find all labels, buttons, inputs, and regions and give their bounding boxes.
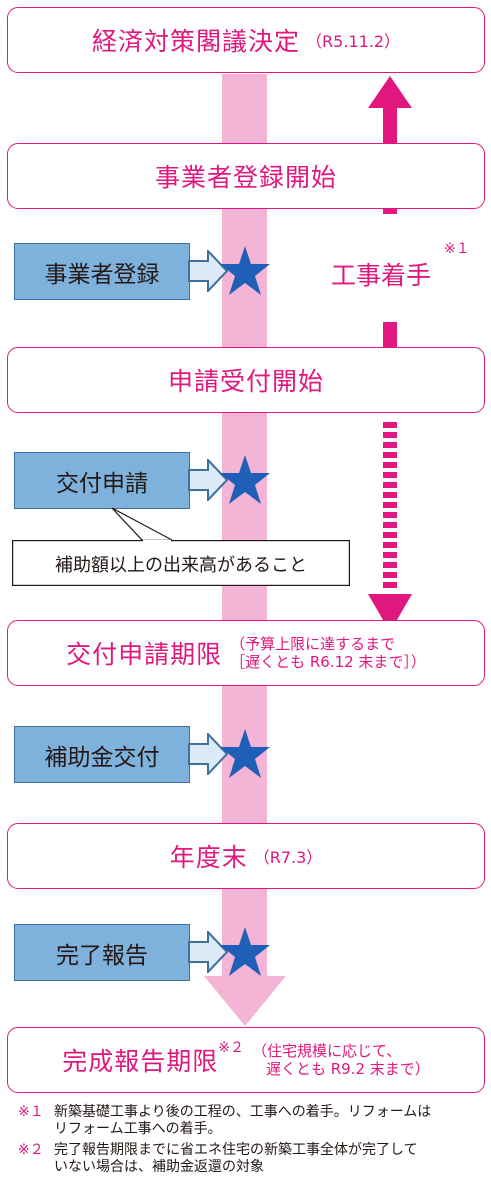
- chevron-arrow-icon: [188, 931, 228, 973]
- star-icon: [220, 729, 270, 778]
- stage-deadline-note: （予算上限に達するまで ［遅くとも R6.12 末まで］）: [230, 635, 426, 671]
- footnote-1: ※１ 新築基礎工事より後の工程の、工事への着手。リフォームは リフォーム工事への着…: [18, 1104, 431, 1138]
- step-application: 交付申請: [14, 452, 190, 509]
- stage-fiscal-end-label: 年度末: [169, 843, 248, 872]
- stage-fiscal-end-date: （R7.3）: [253, 848, 323, 867]
- deadline-note-line2: ［遅くとも R6.12 末まで］）: [230, 653, 426, 671]
- stage-cabinet-date: （R5.11.2）: [306, 32, 401, 51]
- star-icon: [220, 455, 270, 504]
- stage-cabinet-label: 経済対策閣議決定: [91, 27, 300, 56]
- stage-report-deadline-note: （住宅規模に応じて、 遅くとも R9.2 末まで）: [252, 1042, 430, 1078]
- step-registration: 事業者登録: [14, 243, 190, 300]
- stage-report-deadline: 完成報告期限 ※２ （住宅規模に応じて、 遅くとも R9.2 末まで）: [7, 1027, 485, 1093]
- construction-start-label: 工事着手: [331, 261, 432, 290]
- footnote-2-line1: 完了報告期限までに省エネ住宅の新築工事全体が完了して: [54, 1142, 418, 1158]
- stage-registration-start-label: 事業者登録開始: [154, 163, 337, 192]
- star-icon: [220, 246, 270, 295]
- star-icon: [220, 927, 270, 976]
- footnote-1-mark: ※１: [18, 1104, 44, 1120]
- construction-footnote-mark: ※１: [444, 241, 470, 257]
- footnote-2-line2: いない場合は、補助金返還の対象: [54, 1159, 264, 1175]
- footnote-1-line1: 新築基礎工事より後の工程の、工事への着手。リフォームは: [54, 1104, 432, 1120]
- footnote-2-mark: ※２: [18, 1142, 44, 1158]
- deadline-note-line1: （予算上限に達するまで: [230, 635, 396, 653]
- stage-application-start-label: 申請受付開始: [167, 367, 324, 396]
- stage-application-deadline: 交付申請期限 （予算上限に達するまで ［遅くとも R6.12 末まで］）: [7, 620, 485, 686]
- report-note-line1: （住宅規模に応じて、: [251, 1042, 402, 1060]
- stage-registration-start: 事業者登録開始: [7, 143, 485, 209]
- callout-text: 補助額以上の出来高があること: [55, 555, 307, 576]
- chevron-arrow-icon: [188, 459, 228, 501]
- timeline-arrowhead-icon: [204, 976, 286, 1026]
- stage-report-deadline-label: 完成報告期限: [62, 1047, 219, 1076]
- callout-bubble: [12, 507, 350, 586]
- stage-application-start: 申請受付開始: [7, 347, 485, 413]
- chevron-arrow-icon: [188, 250, 228, 292]
- chevron-arrow-icon: [188, 733, 228, 775]
- footnote-1-line2: リフォーム工事への着手。: [54, 1121, 222, 1137]
- footnote-2: ※２ 完了報告期限までに省エネ住宅の新築工事全体が完了して いない場合は、補助金返…: [18, 1142, 418, 1176]
- stage-deadline-label: 交付申請期限: [66, 640, 223, 669]
- stage-fiscal-year-end: 年度末 （R7.3）: [7, 823, 485, 889]
- report-deadline-mark: ※２: [218, 1040, 244, 1056]
- report-note-line2: 遅くとも R9.2 末まで）: [265, 1060, 430, 1078]
- stage-cabinet-decision: 経済対策閣議決定 （R5.11.2）: [7, 7, 485, 73]
- step-grant: 補助金交付: [14, 726, 190, 783]
- step-report: 完了報告: [14, 924, 190, 981]
